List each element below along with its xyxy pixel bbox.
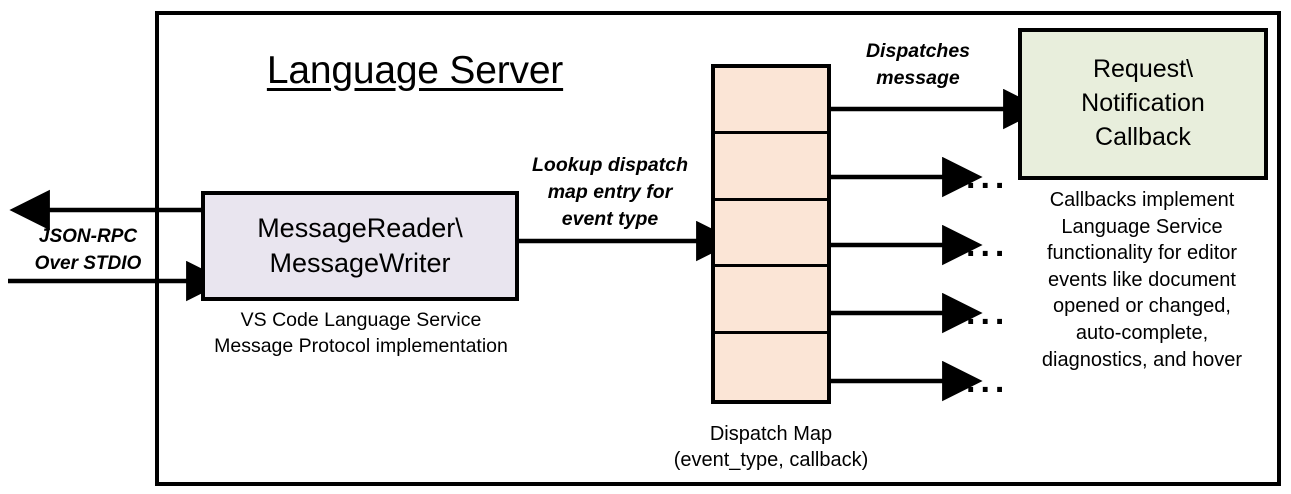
dispatch-map-row[interactable] [715, 134, 827, 201]
dispatch-row-3-ellipsis: ... [966, 226, 1010, 264]
dispatch-row-4-ellipsis: ... [966, 294, 1010, 332]
message-reader-writer-box[interactable]: MessageReader\ MessageWriter [201, 191, 519, 301]
dispatch-map-row[interactable] [715, 267, 827, 334]
lookup-dispatch-label: Lookup dispatch map entry for event type [532, 154, 688, 230]
diagram-title: Language Server [266, 49, 564, 92]
dispatch-map-row[interactable] [715, 68, 827, 135]
dispatch-map-row[interactable] [715, 201, 827, 268]
request-notification-callback-label: Request\ Notification Callback [1081, 55, 1205, 151]
dispatch-map-caption: Dispatch Map (event_type, callback) [673, 423, 869, 472]
message-reader-writer-caption: VS Code Language Service Message Protoco… [214, 309, 508, 357]
dispatch-map-table[interactable] [711, 64, 831, 404]
jsonrpc-transport-label: JSON-RPC Over STDIO [34, 226, 142, 274]
dispatch-row-2-ellipsis: ... [966, 158, 1010, 196]
language-server-frame [155, 11, 1281, 486]
dispatch-row-5-ellipsis: ... [966, 362, 1010, 400]
callback-caption: Callbacks implement Language Service fun… [1041, 189, 1243, 371]
message-reader-writer-label: MessageReader\ MessageWriter [257, 212, 463, 278]
dispatch-map-row[interactable] [715, 334, 827, 400]
request-notification-callback-box[interactable]: Request\ Notification Callback [1018, 28, 1268, 180]
dispatches-message-label: Dispatches message [865, 40, 971, 89]
